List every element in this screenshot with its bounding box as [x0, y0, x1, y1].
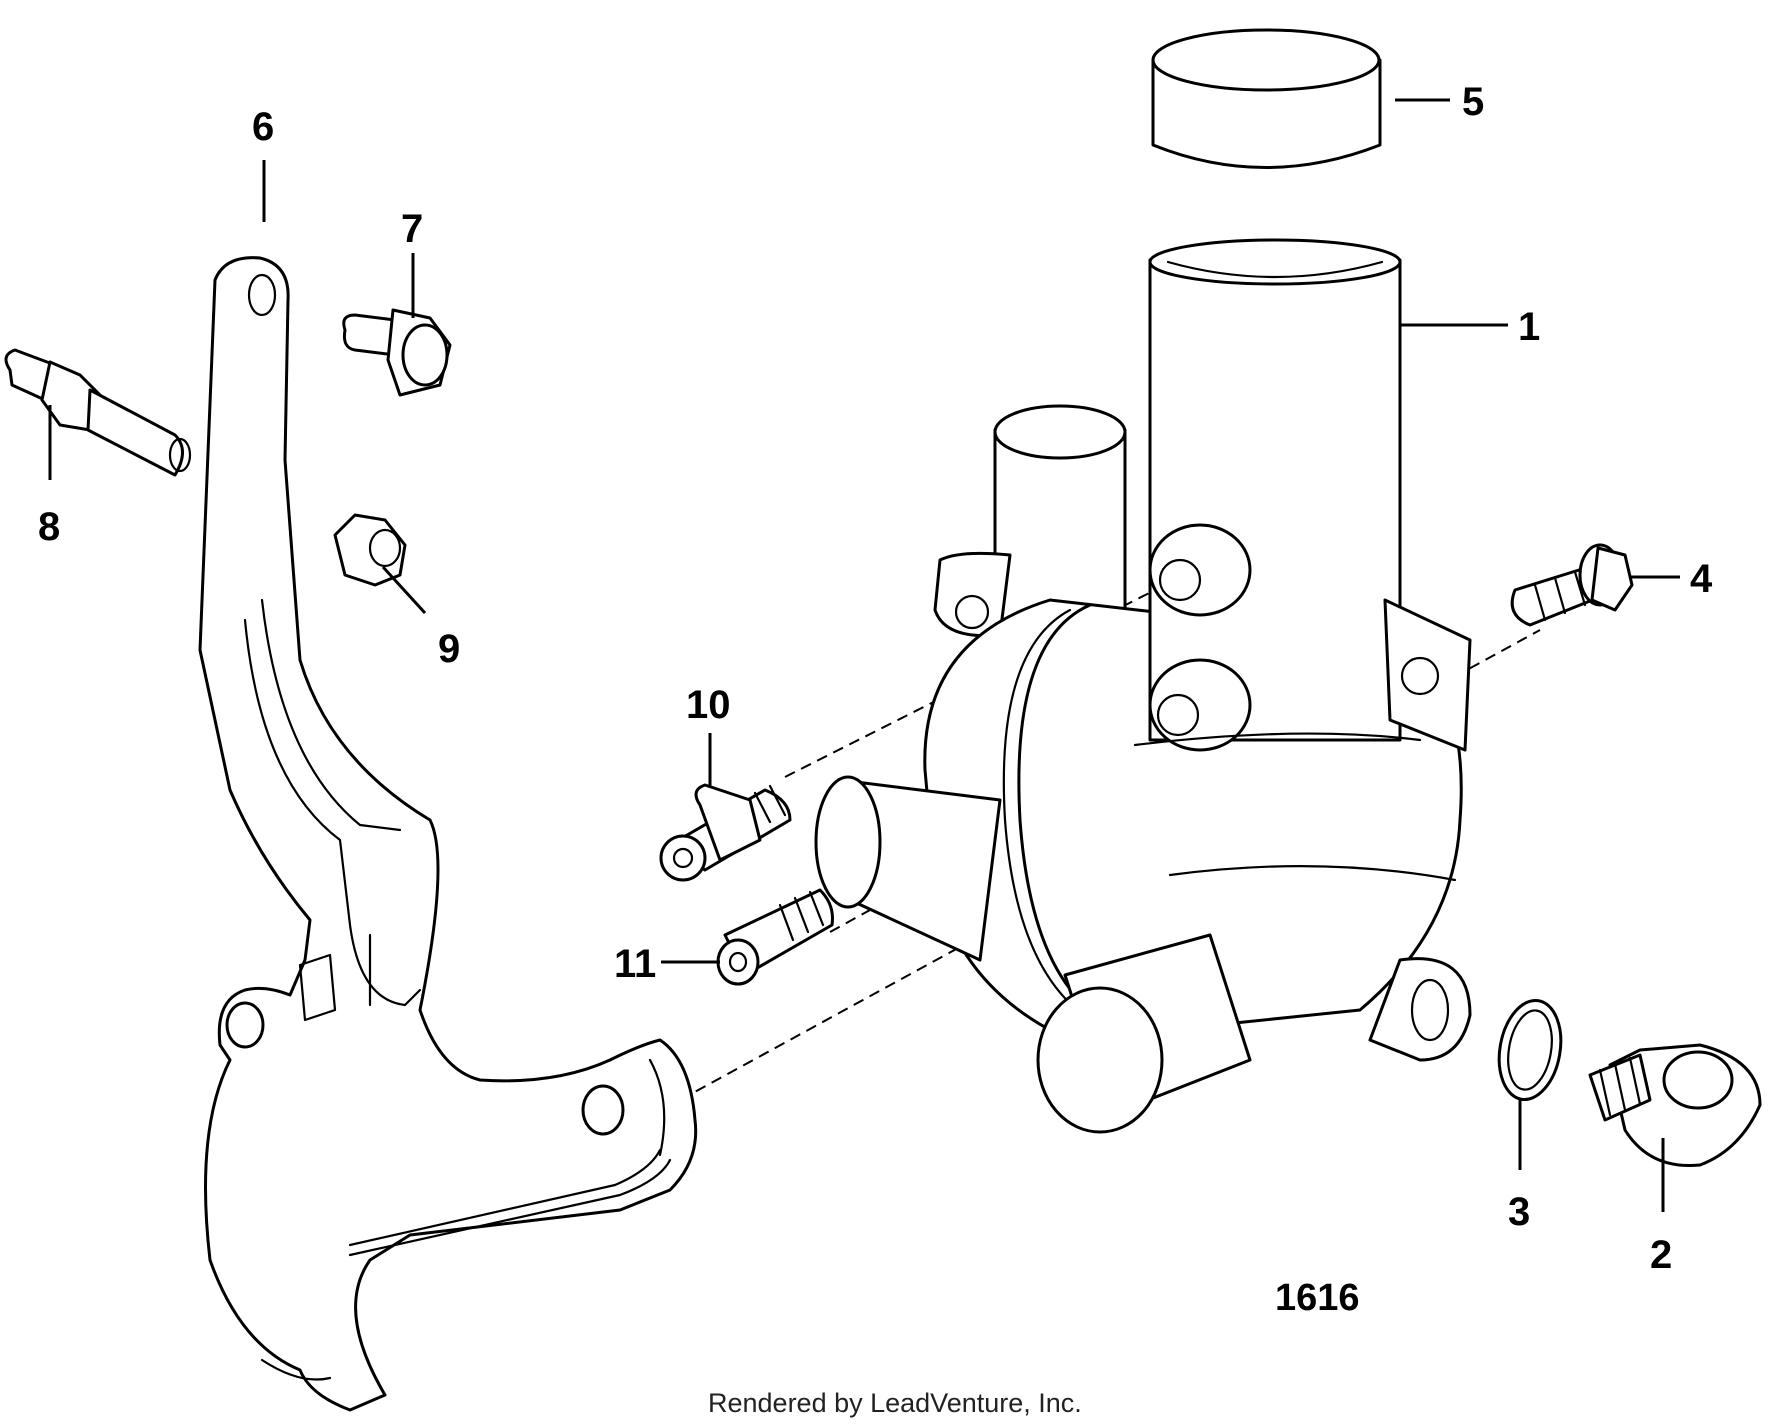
leader-lines: [48, 98, 1680, 1212]
part-4-bolt[interactable]: [1510, 543, 1634, 627]
callout-2: 2: [1650, 1233, 1672, 1277]
callout-10: 10: [686, 683, 731, 727]
callout-9: 9: [438, 627, 460, 671]
part-7-bolt[interactable]: [342, 308, 452, 397]
part-6-bracket[interactable]: [198, 256, 698, 1412]
part-11-fitting[interactable]: [716, 888, 834, 986]
part-5-cap[interactable]: [1151, 28, 1382, 169]
callout-11: 11: [614, 942, 656, 986]
part-3-o-ring[interactable]: [1492, 996, 1568, 1105]
part-2-drain-plug[interactable]: [1588, 1043, 1762, 1168]
callout-5: 5: [1462, 80, 1484, 124]
callout-1: 1: [1518, 305, 1540, 349]
callout-7: 7: [401, 207, 423, 251]
callout-3: 3: [1508, 1190, 1530, 1234]
part-10-fitting[interactable]: [659, 783, 792, 882]
callout-8: 8: [38, 505, 60, 549]
part-1-housing[interactable]: [814, 238, 1472, 1134]
callouts: 1 2 3 4 5 6 7 8 9 10 11: [38, 80, 1713, 1277]
part-9-nut[interactable]: [333, 513, 407, 587]
figure-number: 1616: [1275, 1277, 1360, 1319]
render-credit: Rendered by LeadVenture, Inc.: [708, 1388, 1082, 1418]
callout-4: 4: [1690, 557, 1713, 601]
part-8-stud[interactable]: [4, 348, 192, 477]
callout-6: 6: [252, 105, 274, 149]
